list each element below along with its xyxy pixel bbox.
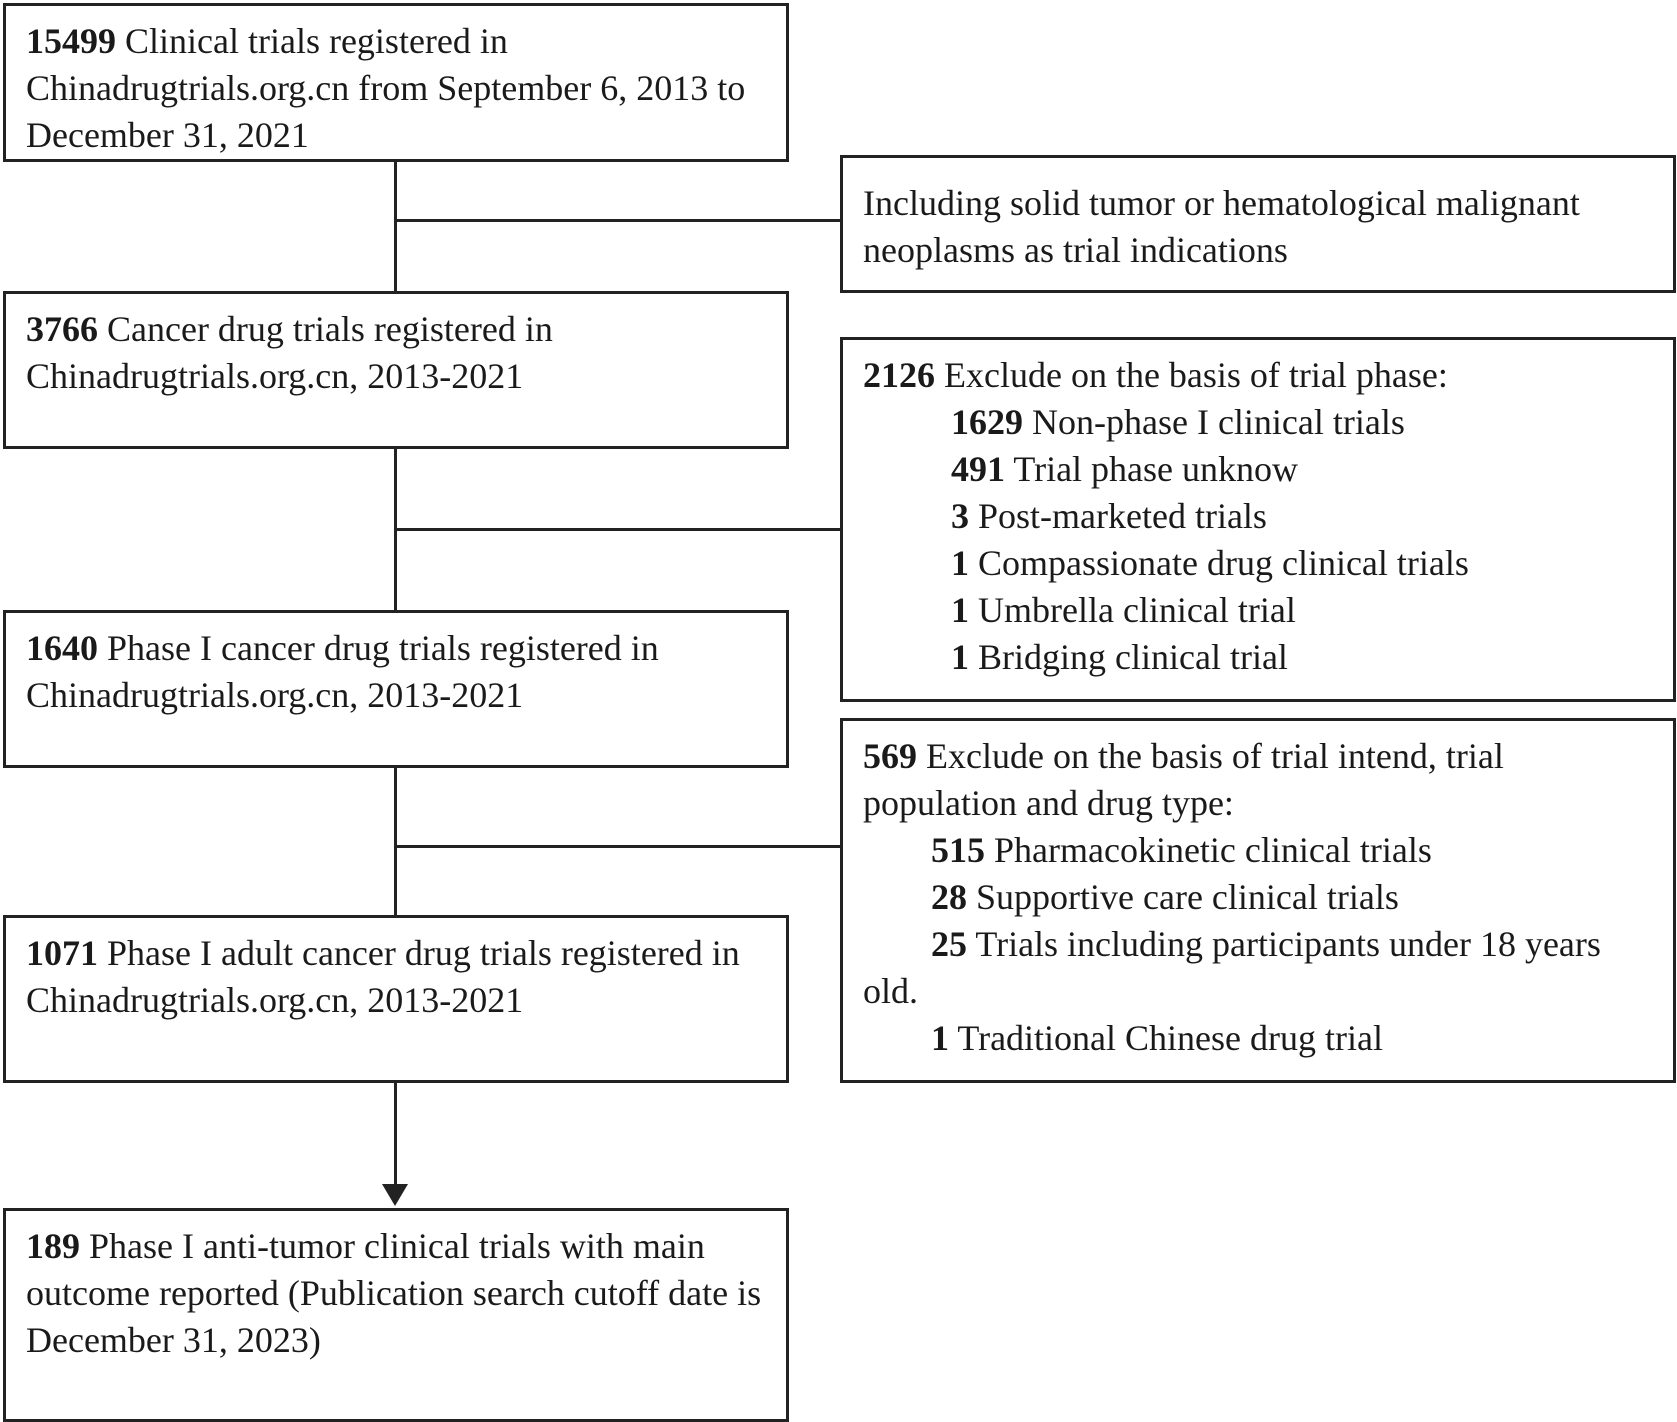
exclusion-item: 28 Supportive care clinical trials bbox=[863, 874, 1653, 921]
box-outcome-reported: 189 Phase I anti-tumor clinical trials w… bbox=[3, 1208, 789, 1422]
box-text: Clinical trials registered in Chinadrugt… bbox=[26, 21, 746, 155]
exclusion-item: 491 Trial phase unknow bbox=[863, 446, 1653, 493]
exclusion-item: 515 Pharmacokinetic clinical trials bbox=[863, 827, 1653, 874]
item-text: Umbrella clinical trial bbox=[969, 590, 1296, 630]
connector-branch-phase bbox=[394, 528, 842, 531]
box-phase1-trials: 1640 Phase I cancer drug trials register… bbox=[3, 610, 789, 768]
exclusion-item: 1 Traditional Chinese drug trial bbox=[863, 1015, 1653, 1062]
exclusion-item: 25 Trials including participants under 1… bbox=[863, 921, 1653, 1015]
item-count: 28 bbox=[931, 877, 967, 917]
box-phase1-adult-trials: 1071 Phase I adult cancer drug trials re… bbox=[3, 915, 789, 1083]
item-count: 1 bbox=[951, 590, 969, 630]
item-count: 515 bbox=[931, 830, 985, 870]
item-text: Pharmacokinetic clinical trials bbox=[985, 830, 1432, 870]
box-inclusion-criteria: Including solid tumor or hematological m… bbox=[840, 155, 1676, 293]
box-count: 15499 bbox=[26, 21, 116, 61]
item-count: 491 bbox=[951, 449, 1005, 489]
item-count: 3 bbox=[951, 496, 969, 536]
item-count: 1 bbox=[951, 543, 969, 583]
item-text: Non-phase I clinical trials bbox=[1023, 402, 1405, 442]
exclusion-text: Exclude on the basis of trial phase: bbox=[935, 355, 1448, 395]
box-text: Phase I cancer drug trials registered in… bbox=[26, 628, 659, 715]
exclusion-text: Exclude on the basis of trial intend, tr… bbox=[863, 736, 1504, 823]
exclusion-item: 1 Bridging clinical trial bbox=[863, 634, 1653, 681]
box-text: Including solid tumor or hematological m… bbox=[863, 183, 1580, 270]
connector-main-4 bbox=[394, 1082, 397, 1192]
box-text: Phase I anti-tumor clinical trials with … bbox=[26, 1226, 762, 1360]
box-count: 189 bbox=[26, 1226, 80, 1266]
connector-branch-inclusion bbox=[394, 219, 842, 222]
item-text: Compassionate drug clinical trials bbox=[969, 543, 1469, 583]
exclusion-heading: 569 Exclude on the basis of trial intend… bbox=[863, 733, 1653, 827]
item-count: 1629 bbox=[951, 402, 1023, 442]
box-count: 3766 bbox=[26, 309, 98, 349]
item-text: Bridging clinical trial bbox=[969, 637, 1288, 677]
box-count: 1071 bbox=[26, 933, 98, 973]
box-phase-exclusion: 2126 Exclude on the basis of trial phase… bbox=[840, 337, 1676, 702]
item-text: Post-marketed trials bbox=[969, 496, 1267, 536]
exclusion-count: 2126 bbox=[863, 355, 935, 395]
arrowhead-down bbox=[382, 1184, 408, 1206]
exclusion-item: 1629 Non-phase I clinical trials bbox=[863, 399, 1653, 446]
box-text: Phase I adult cancer drug trials registe… bbox=[26, 933, 740, 1020]
item-count: 25 bbox=[931, 924, 967, 964]
box-text: Cancer drug trials registered in Chinadr… bbox=[26, 309, 553, 396]
item-count: 1 bbox=[931, 1018, 949, 1058]
box-cancer-drug-trials: 3766 Cancer drug trials registered in Ch… bbox=[3, 291, 789, 449]
exclusion-count: 569 bbox=[863, 736, 917, 776]
item-text: Trials including participants under 18 y… bbox=[863, 924, 1601, 1011]
item-text: Trial phase unknow bbox=[1005, 449, 1299, 489]
item-text: Traditional Chinese drug trial bbox=[949, 1018, 1383, 1058]
item-text: Supportive care clinical trials bbox=[967, 877, 1399, 917]
exclusion-heading: 2126 Exclude on the basis of trial phase… bbox=[863, 352, 1653, 399]
box-intent-exclusion: 569 Exclude on the basis of trial intend… bbox=[840, 718, 1676, 1083]
connector-main-1 bbox=[394, 160, 397, 293]
box-count: 1640 bbox=[26, 628, 98, 668]
box-registered-trials: 15499 Clinical trials registered in Chin… bbox=[3, 3, 789, 162]
exclusion-item: 1 Compassionate drug clinical trials bbox=[863, 540, 1653, 587]
connector-main-3 bbox=[394, 767, 397, 917]
exclusion-item: 1 Umbrella clinical trial bbox=[863, 587, 1653, 634]
item-count: 1 bbox=[951, 637, 969, 677]
connector-branch-intent bbox=[394, 845, 842, 848]
exclusion-item: 3 Post-marketed trials bbox=[863, 493, 1653, 540]
